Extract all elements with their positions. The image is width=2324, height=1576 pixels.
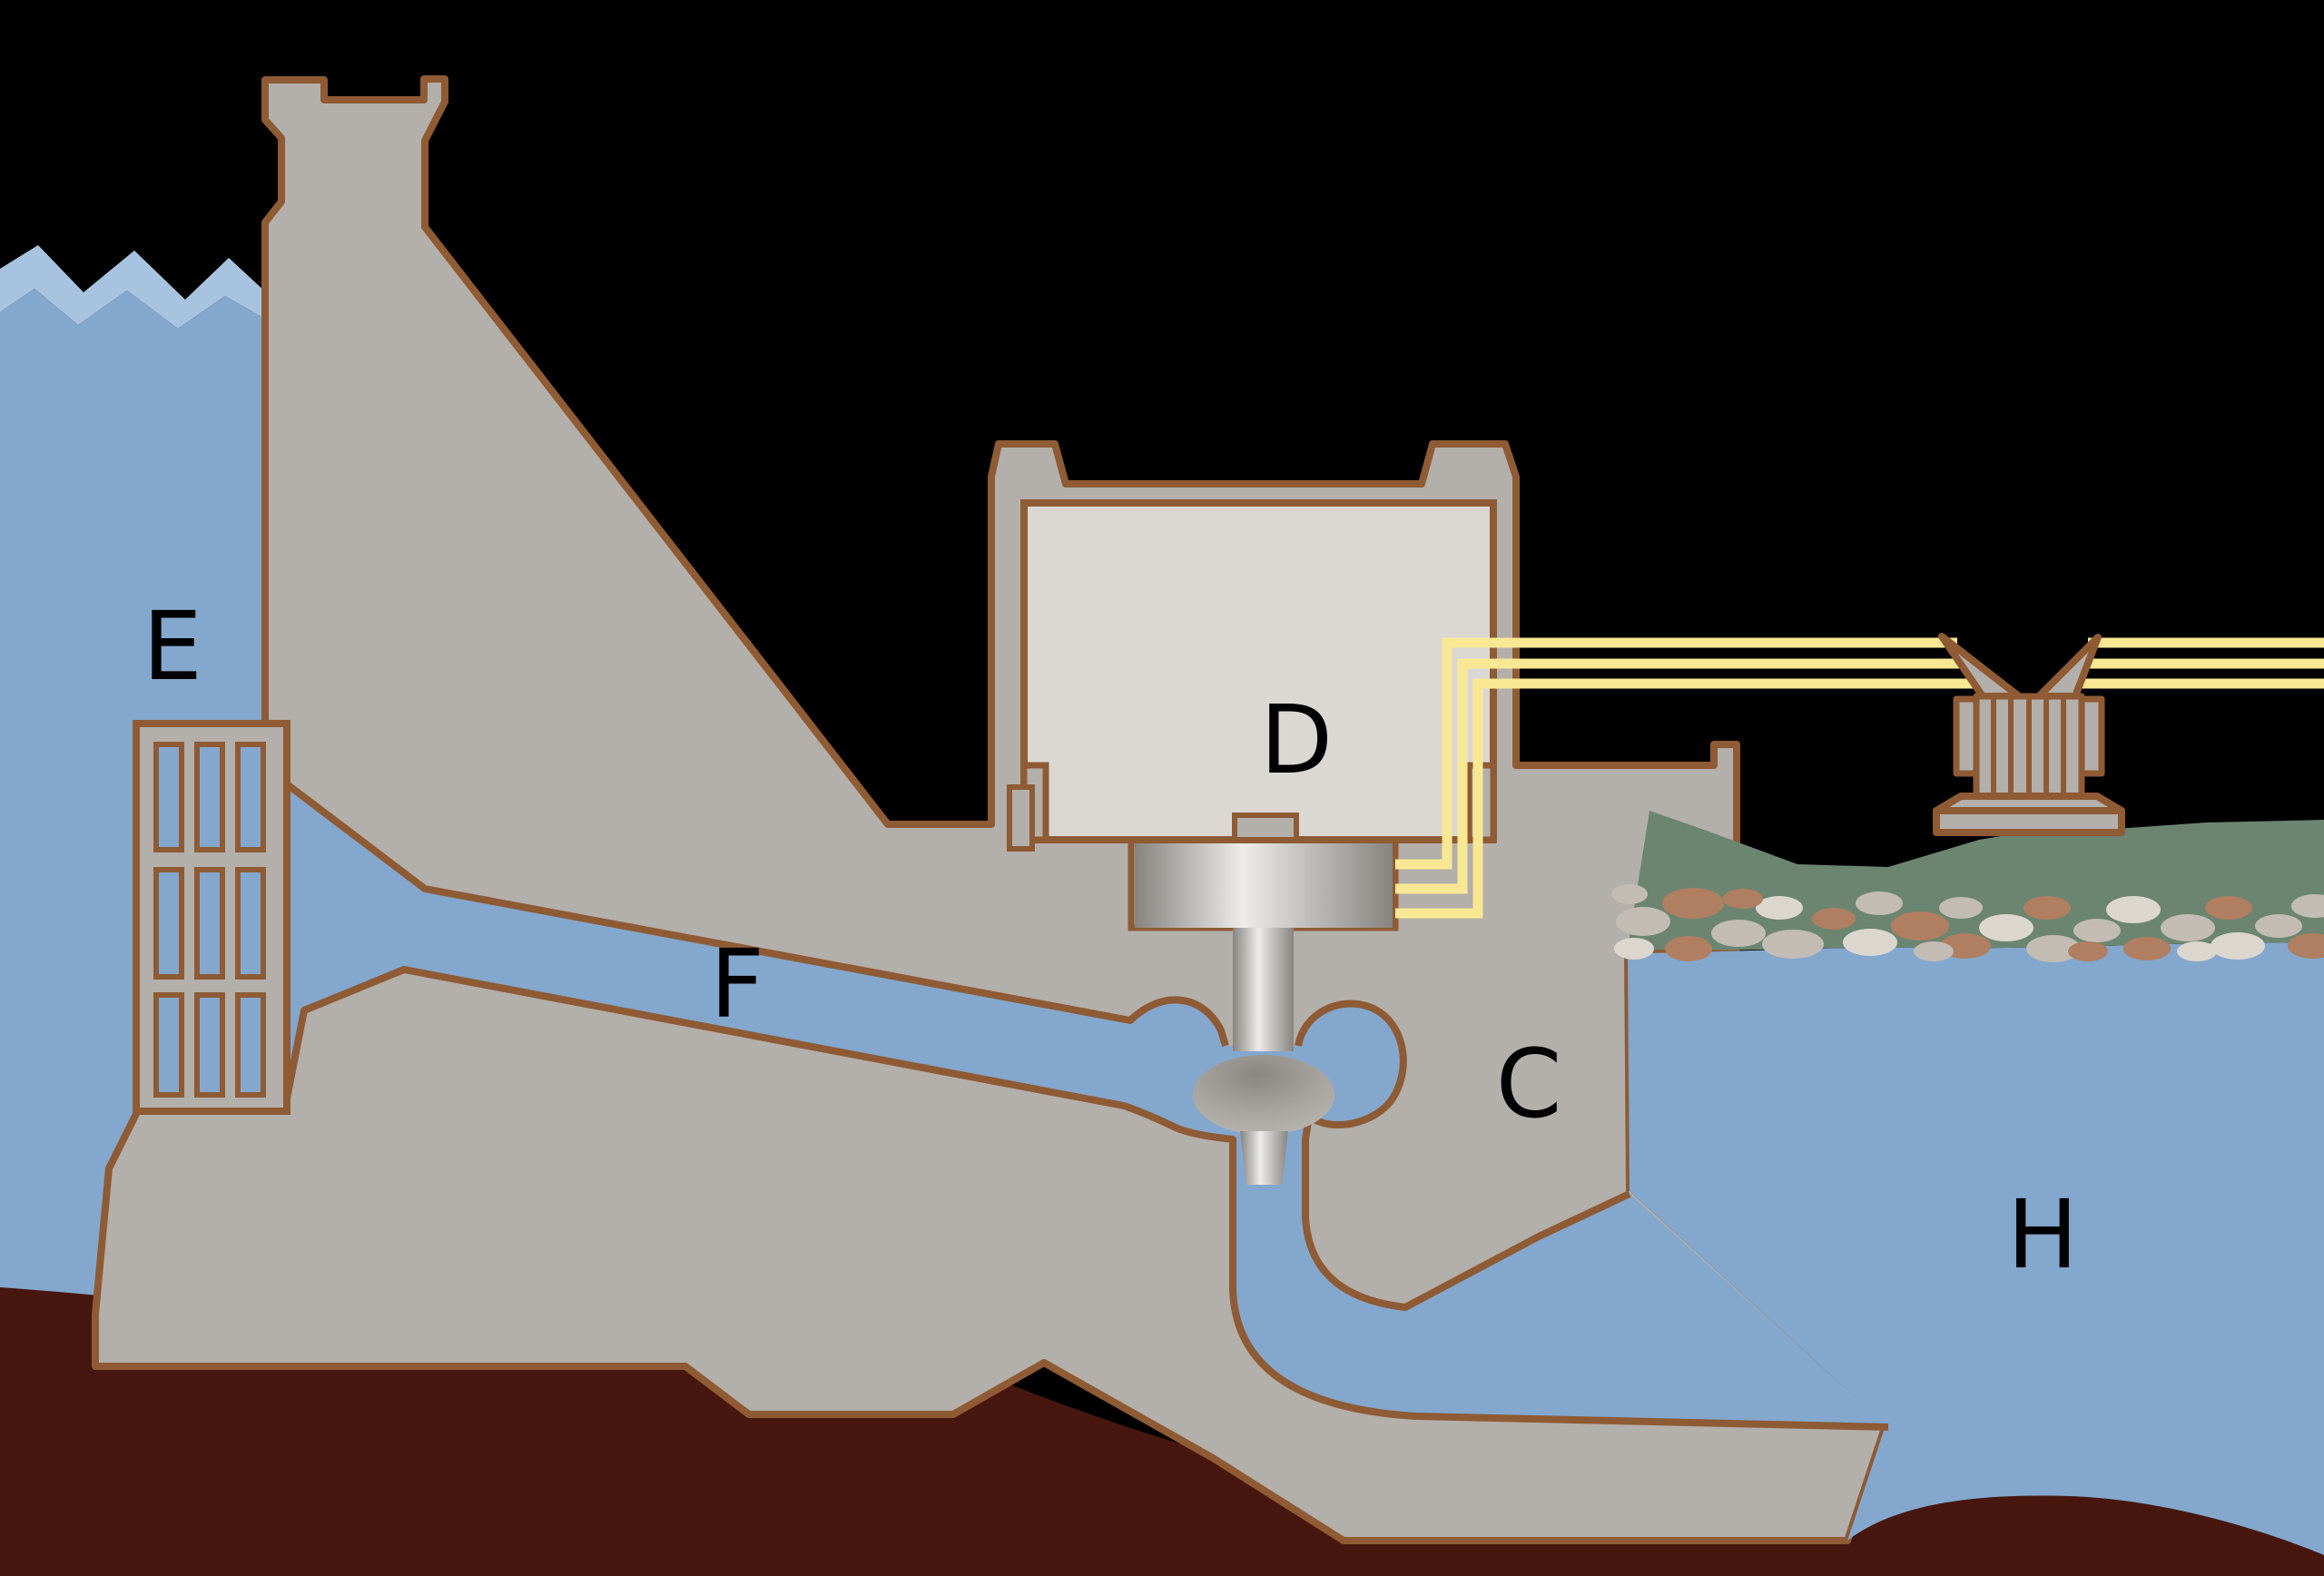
rock — [2255, 914, 2302, 938]
rock — [2106, 896, 2161, 923]
rock — [1979, 914, 2034, 941]
powerhouse-hall — [1020, 499, 1497, 843]
rock — [2026, 935, 2081, 962]
rock — [1665, 936, 1712, 961]
river-water — [1628, 942, 2324, 1555]
rock — [1914, 941, 1954, 961]
rock — [1939, 897, 1983, 919]
power-line-2 — [1395, 658, 1974, 894]
rock — [1616, 907, 1670, 936]
rock — [1762, 930, 1824, 959]
penstock-and-draft-tube-water — [282, 780, 1889, 1431]
rock — [1614, 938, 1654, 960]
rock — [1812, 908, 1856, 930]
rock — [1662, 888, 1724, 919]
rock — [1756, 896, 1803, 920]
labels: E D F C H — [143, 591, 2078, 1290]
power-line-3 — [1395, 678, 1990, 919]
transformer-base — [1933, 807, 2125, 836]
intake-trash-rack — [133, 720, 290, 1115]
rock — [1611, 884, 1648, 904]
internal-waterway-outline — [282, 780, 1889, 1431]
rock — [1856, 891, 1903, 915]
transformer-pylon — [1933, 633, 2125, 836]
generator-bearing-block — [1232, 813, 1299, 842]
turbine-runner — [1193, 1055, 1334, 1135]
label-turbine: C — [1496, 1029, 1562, 1139]
turbine-shaft — [1233, 928, 1294, 1051]
label-tailwater: H — [2007, 1179, 2078, 1290]
dam-and-powerhouse-structure — [92, 75, 1889, 1544]
rock — [2161, 914, 2215, 941]
rock — [2211, 932, 2265, 960]
generator — [1135, 843, 1393, 928]
turbine-lower-stub — [1240, 1131, 1288, 1185]
bank-rocks — [1611, 884, 2324, 962]
rock — [2291, 894, 2324, 918]
power-lines — [1395, 637, 2324, 919]
power-line-1 — [1395, 637, 1957, 870]
rock — [1723, 889, 1763, 909]
label-intake: E — [143, 591, 202, 702]
rock — [1711, 920, 1766, 947]
transformer-ribs — [1991, 699, 2066, 793]
label-generator: D — [1260, 685, 1333, 795]
concrete-outline — [92, 75, 1889, 1544]
rock — [1891, 911, 1949, 941]
reservoir-light-wave-band — [0, 245, 266, 329]
rock — [2177, 941, 2217, 961]
label-penstock: F — [710, 929, 764, 1039]
powerhouse-door — [1007, 784, 1035, 852]
rock — [2024, 896, 2071, 920]
rock — [2205, 896, 2252, 920]
rock — [2288, 933, 2324, 959]
rock — [2068, 941, 2108, 961]
riverbank — [1611, 811, 2324, 962]
rock — [2073, 919, 2121, 942]
rock — [2123, 937, 2171, 960]
trash-rack-slots — [153, 742, 266, 1098]
rock — [1843, 929, 1897, 956]
